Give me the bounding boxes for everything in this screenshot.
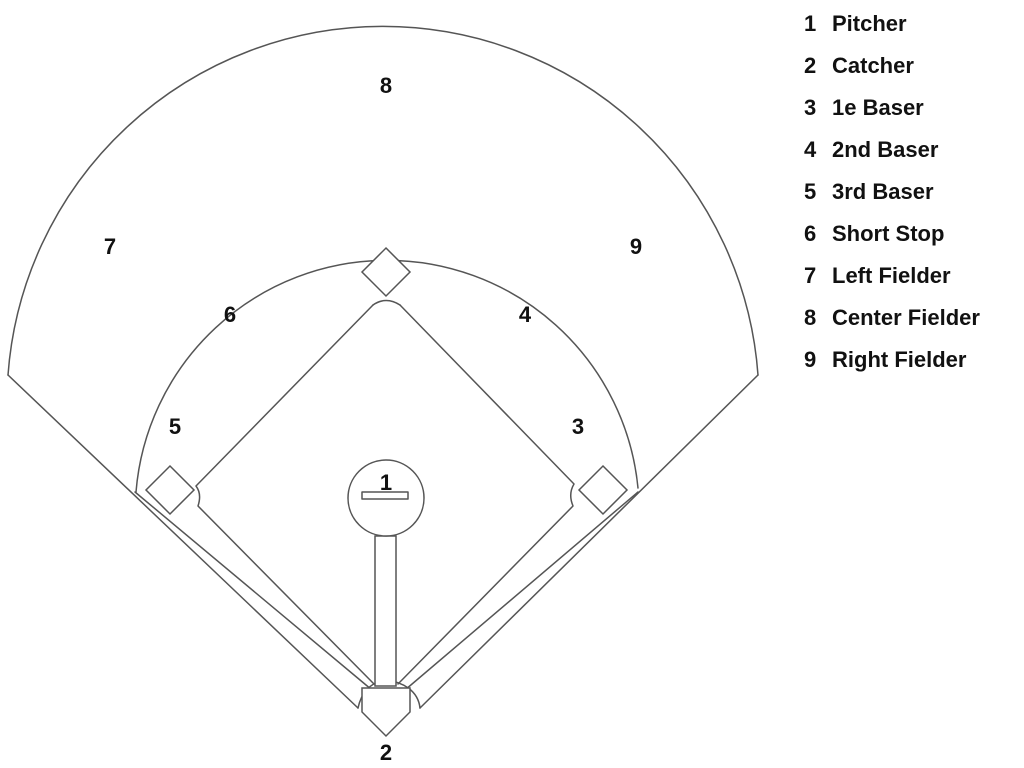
legend-item-catcher: 2 Catcher [804,50,980,92]
position-label-9: 9 [630,234,642,259]
position-label-7: 7 [104,234,116,259]
second-base [360,246,412,298]
second-base-cutout [372,299,401,306]
pitchers-rubber [361,491,409,500]
legend-item-left-fielder: 7 Left Fielder [804,260,980,302]
legend-item-short-stop: 6 Short Stop [804,218,980,260]
legend-item-pitcher: 1 Pitcher [804,8,980,50]
position-legend: 1 Pitcher 2 Catcher 3 1e Baser 4 2nd Baser 5… [804,8,980,386]
legend-number: 3 [804,95,817,120]
position-label-6: 6 [224,302,236,327]
position-label-5: 5 [169,414,181,439]
legend-item-right-fielder: 9 Right Fielder [804,344,980,386]
legend-number: 2 [804,53,817,78]
legend-number: 1 [804,11,817,36]
right-foul-line-outer [419,374,759,709]
legend-number: 4 [804,137,817,162]
position-label-1: 1 [380,470,392,495]
legend-label: Pitcher [832,11,907,36]
legend-number: 9 [804,347,817,372]
legend-item-second-baser: 4 2nd Baser [804,134,980,176]
right-foul-line-inner [404,491,639,691]
third-base [144,464,196,516]
legend-label: Catcher [832,53,914,78]
position-label-4: 4 [519,302,532,327]
legend-label: 2nd Baser [832,137,939,162]
home-plate [361,687,411,738]
position-label-2: 2 [380,740,392,765]
legend-item-first-baser: 3 1e Baser [804,92,980,134]
position-label-8: 8 [380,73,392,98]
left-foul-line-inner [134,491,373,691]
legend-label: Left Fielder [832,263,951,288]
position-label-3: 3 [572,414,584,439]
legend-label: Short Stop [832,221,945,246]
legend-number: 5 [804,179,817,204]
legend-label: 1e Baser [832,95,924,120]
legend-label: Center Fielder [832,305,980,330]
first-base [577,464,629,516]
legend-label: Right Fielder [832,347,967,372]
pitchers-mound [347,459,425,537]
legend-label: 3rd Baser [832,179,934,204]
legend-number: 7 [804,263,817,288]
legend-item-center-fielder: 8 Center Fielder [804,302,980,344]
outfield-fence [7,25,759,376]
legend-number: 8 [804,305,817,330]
legend-item-third-baser: 5 3rd Baser [804,176,980,218]
infield-diamond [195,304,575,685]
pitcher-lane [374,535,397,687]
left-foul-line-outer [7,374,359,709]
legend-number: 6 [804,221,817,246]
